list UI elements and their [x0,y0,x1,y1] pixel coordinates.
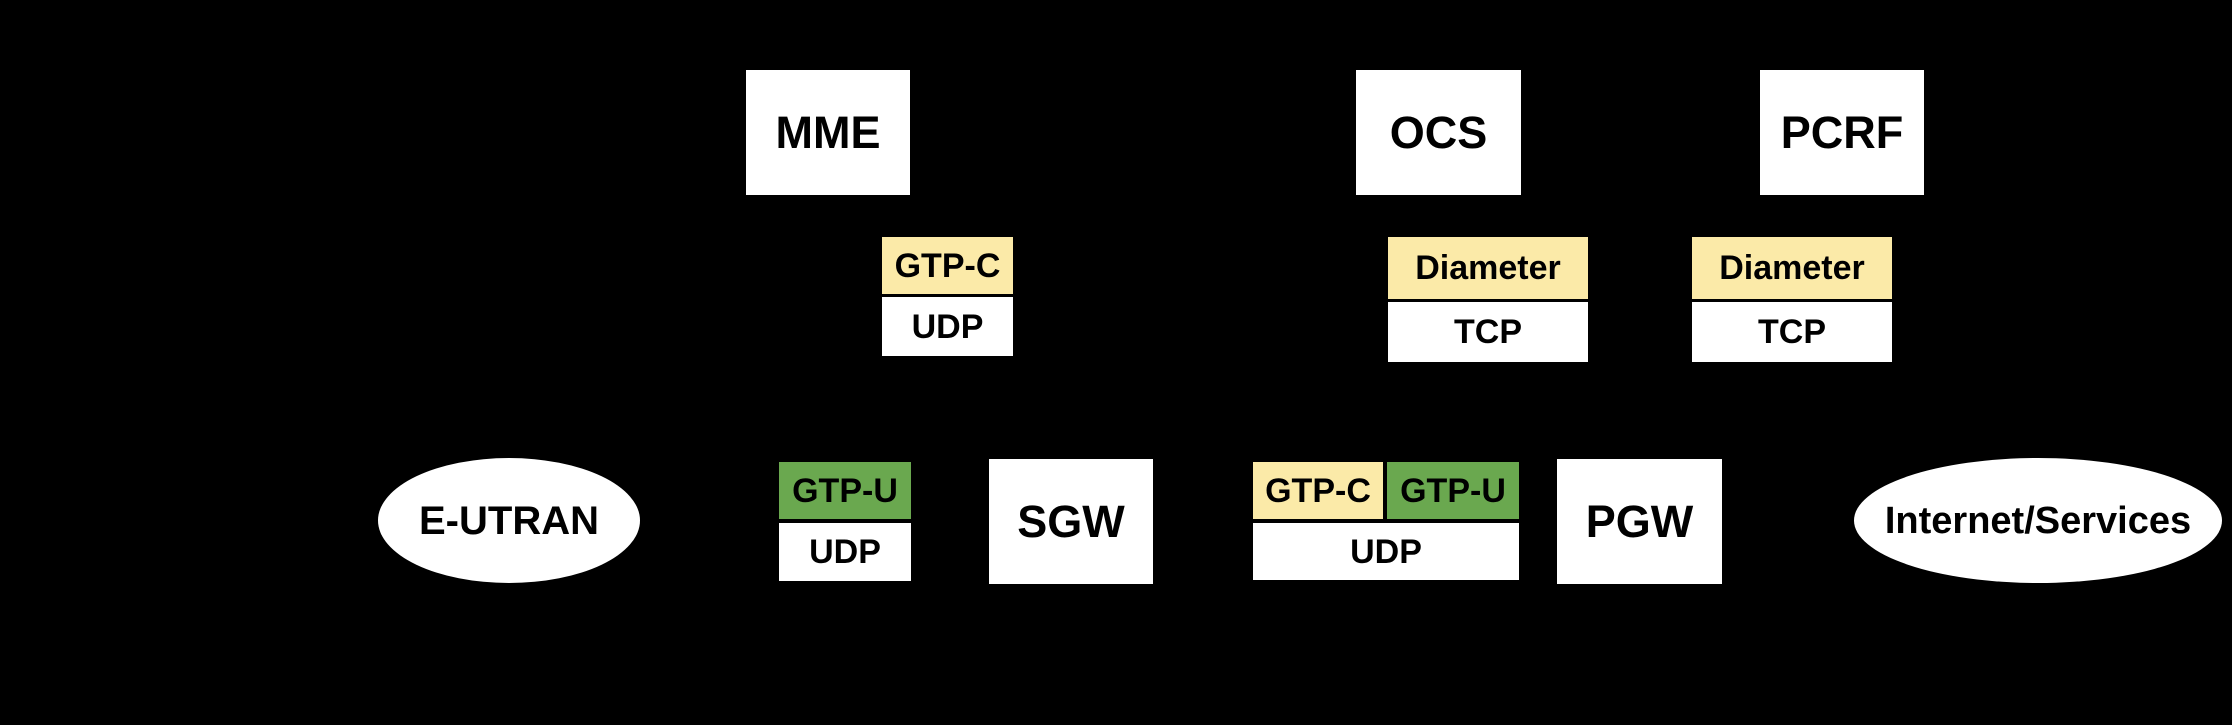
mme-sgw-udp-label: UDP [882,297,1013,356]
pcrf-node: PCRF [1760,70,1924,195]
eutran-sgw-udp-label: UDP [779,523,911,581]
ocs-pgw-tcp-label: TCP [1388,302,1588,362]
internet-services-node: Internet/Services [1854,458,2222,583]
sgw-node: SGW [989,459,1153,584]
sgw-pgw-gtp-u-label: GTP-U [1387,462,1519,519]
pcrf-pgw-diameter-label: Diameter [1692,237,1892,299]
sgw-pgw-udp-label: UDP [1253,523,1519,580]
mme-node: MME [746,70,910,195]
ocs-node: OCS [1356,70,1521,195]
sgw-pgw-gtp-c-label: GTP-C [1253,462,1383,519]
pcrf-pgw-tcp-label: TCP [1692,302,1892,362]
eutran-sgw-gtp-u-label: GTP-U [779,462,911,519]
pgw-node: PGW [1557,459,1722,584]
mme-sgw-gtp-c-label: GTP-C [882,237,1013,294]
e-utran-node: E-UTRAN [378,458,640,583]
ocs-pgw-diameter-label: Diameter [1388,237,1588,299]
